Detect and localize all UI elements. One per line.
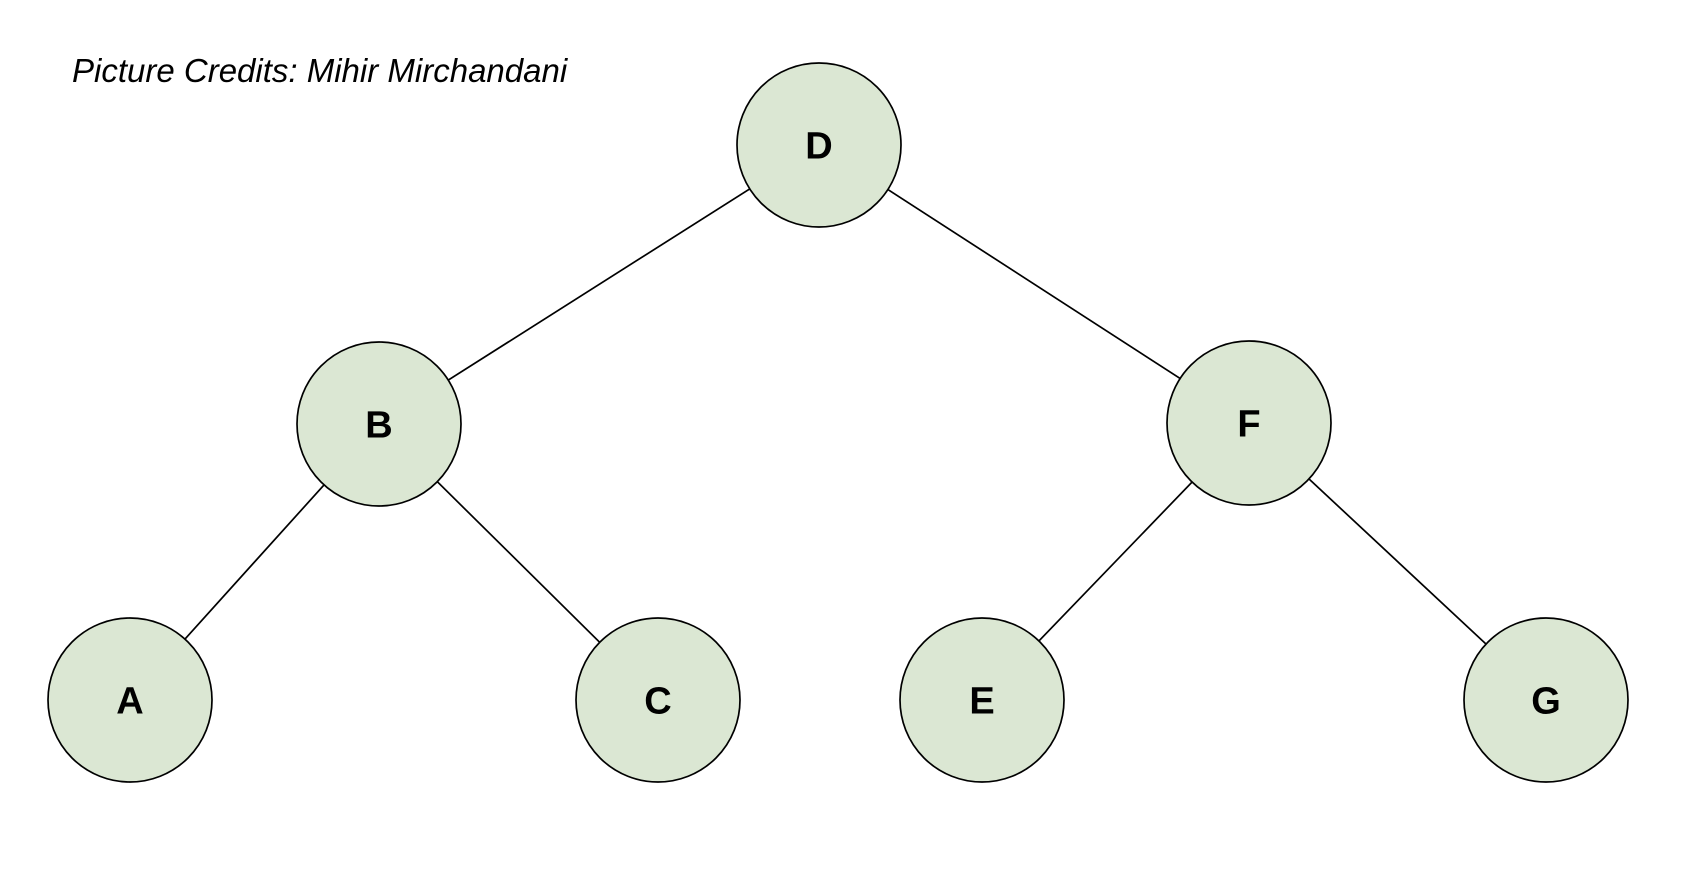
node-label-A: A xyxy=(116,681,143,723)
tree-node-C: C xyxy=(575,617,741,783)
tree-edge-D-F xyxy=(818,144,1250,424)
tree-node-D: D xyxy=(736,62,902,228)
node-circle-B xyxy=(296,341,462,507)
node-label-C: C xyxy=(644,681,671,723)
tree-node-A: A xyxy=(47,617,213,783)
node-label-B: B xyxy=(365,405,392,447)
node-circle-C xyxy=(575,617,741,783)
node-label-D: D xyxy=(805,126,832,168)
node-circle-A xyxy=(47,617,213,783)
tree-node-G: G xyxy=(1463,617,1629,783)
node-circle-G xyxy=(1463,617,1629,783)
node-circle-D xyxy=(736,62,902,228)
node-label-F: F xyxy=(1237,404,1260,446)
tree-node-F: F xyxy=(1166,340,1332,506)
tree-edge-D-B xyxy=(378,144,820,425)
node-label-G: G xyxy=(1531,681,1561,723)
picture-credit-text: Picture Credits: Mihir Mirchandani xyxy=(72,52,568,89)
node-circle-E xyxy=(899,617,1065,783)
tree-node-B: B xyxy=(296,341,462,507)
node-label-E: E xyxy=(969,681,994,723)
node-circle-F xyxy=(1166,340,1332,506)
tree-node-E: E xyxy=(899,617,1065,783)
